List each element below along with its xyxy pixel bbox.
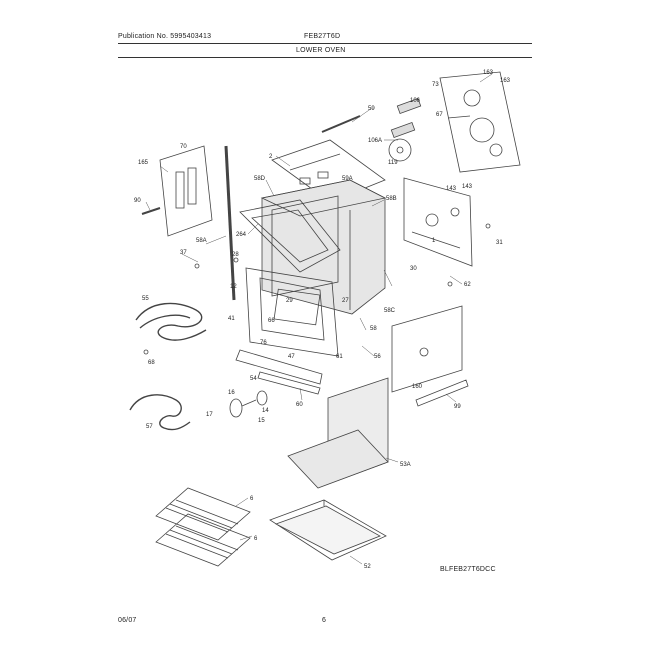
oven-light-socket-part xyxy=(229,390,268,418)
part-label: 2 xyxy=(269,154,273,160)
part-label: 58B xyxy=(386,196,397,202)
part-label: 17 xyxy=(206,412,213,418)
broiler-pan-part xyxy=(269,499,387,561)
part-label: 143 xyxy=(446,186,457,192)
part-label: 143 xyxy=(462,184,473,190)
oven-cavity-part xyxy=(260,179,387,315)
oven-door-gasket-part xyxy=(245,267,339,357)
part-label: 30 xyxy=(410,266,417,272)
part-label: 58 xyxy=(370,326,377,332)
part-label: 55 xyxy=(142,296,149,302)
part-label: 61 xyxy=(336,354,343,360)
vertical-trim-part xyxy=(224,145,236,301)
part-label: 66 xyxy=(268,318,275,324)
lower-right-panel-part xyxy=(391,305,469,407)
footer-date: 06/07 xyxy=(118,617,137,624)
part-label: 106A xyxy=(368,138,382,144)
part-label: 37 xyxy=(180,250,187,256)
bake-element-part xyxy=(135,302,207,341)
part-label: 68 xyxy=(148,360,155,366)
part-label: 12 xyxy=(230,284,237,290)
hinge-bracket-part xyxy=(390,97,422,139)
part-label: 58C xyxy=(384,308,396,314)
window-glass-part xyxy=(273,288,321,326)
part-label: 160 xyxy=(412,384,423,390)
leader-lines xyxy=(145,73,493,565)
part-label: 165 xyxy=(138,160,149,166)
part-label: 59A xyxy=(342,176,353,182)
door-frame-part xyxy=(239,199,341,273)
oven-bottom-panel-part xyxy=(287,377,389,489)
part-label: 58A xyxy=(196,238,207,244)
part-label: 59 xyxy=(368,106,375,112)
part-label: 14 xyxy=(262,408,269,414)
part-label: 264 xyxy=(236,232,247,238)
vent-rail-part xyxy=(321,115,361,133)
part-label: 6 xyxy=(254,536,258,542)
section-title: LOWER OVEN xyxy=(296,47,346,54)
diagram-code: BLFEB27T6DCC xyxy=(440,566,496,573)
oven-rack-lower-part xyxy=(155,513,251,567)
part-label: 6 xyxy=(250,496,254,502)
part-label: 60 xyxy=(296,402,303,408)
part-label: 56 xyxy=(374,354,381,360)
convection-fan-part xyxy=(388,138,412,162)
part-label: 76 xyxy=(260,340,267,346)
part-label: 99 xyxy=(454,404,461,410)
part-label: 90 xyxy=(134,198,141,204)
broil-element-part xyxy=(129,394,191,431)
part-label: 62 xyxy=(464,282,471,288)
page-number: 6 xyxy=(322,617,327,624)
publication-number: Publication No. 5995403413 xyxy=(118,33,212,40)
header-rule-2 xyxy=(118,57,532,58)
header-rule xyxy=(118,43,532,44)
part-label: 52 xyxy=(364,564,371,570)
model-number: FEB27T6D xyxy=(304,33,341,40)
part-label: 27 xyxy=(342,298,349,304)
part-label: 31 xyxy=(496,240,503,246)
part-label: 53A xyxy=(400,462,411,468)
part-label: 47 xyxy=(288,354,295,360)
part-label-group: 163 163 73 106 59 106A 67 119 2 165 70 5… xyxy=(134,70,511,570)
right-side-panel-part xyxy=(403,177,473,267)
part-label: 70 xyxy=(180,144,187,150)
part-label: 163 xyxy=(500,78,511,84)
part-label: 29 xyxy=(286,298,293,304)
left-insulation-panel-part xyxy=(141,145,213,237)
part-label: 1 xyxy=(432,238,436,244)
part-label: 41 xyxy=(228,316,235,322)
part-label: 28 xyxy=(232,252,239,258)
part-label: 57 xyxy=(146,424,153,430)
part-label: 163 xyxy=(483,70,494,76)
part-label: 119 xyxy=(388,160,398,166)
fastener-group xyxy=(143,223,491,355)
part-label: 67 xyxy=(436,112,443,118)
oven-rack-upper-part xyxy=(155,487,251,541)
part-label: 54 xyxy=(250,376,257,382)
part-label: 58D xyxy=(254,176,266,182)
bottom-trim-rail-part xyxy=(235,349,323,395)
part-label: 15 xyxy=(258,418,265,424)
rear-panel-part xyxy=(439,71,521,173)
part-label: 73 xyxy=(432,82,439,88)
part-label: 16 xyxy=(228,390,235,396)
part-label: 106 xyxy=(410,98,421,104)
